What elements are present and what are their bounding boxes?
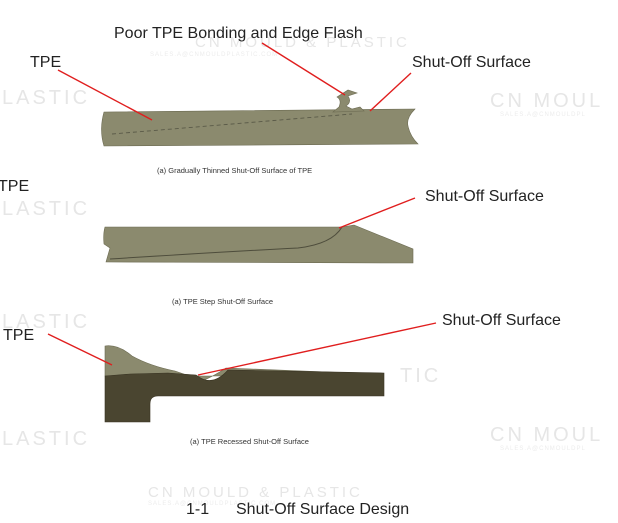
panel-a-tpe-callout: TPE bbox=[30, 54, 61, 71]
panel-a-defect-callout: Poor TPE Bonding and Edge Flash bbox=[114, 25, 363, 42]
panel-b-shutoff-leader bbox=[338, 197, 416, 229]
panel-b-tpe-callout: TPE bbox=[0, 178, 29, 195]
panel-c-tpe-callout: TPE bbox=[3, 327, 34, 344]
watermark-fragment-right-a: CN MOUL bbox=[490, 90, 603, 112]
panel-c-substrate bbox=[104, 369, 385, 423]
watermark-brand-top: CN MOULD & PLASTIC bbox=[195, 34, 410, 51]
panel-c: TPE Shut-Off Surface (a) TPE Recessed Sh… bbox=[3, 312, 561, 446]
watermark-email-bottom: SALES.A@CNMOULDPLASTIC.COM bbox=[148, 501, 276, 507]
panel-b-step-line bbox=[109, 226, 343, 260]
watermark-fragment-left-d: LASTIC bbox=[2, 428, 90, 450]
panel-c-tpe-leader bbox=[47, 333, 113, 366]
watermark-brand-bottom: CN MOULD & PLASTIC bbox=[148, 484, 363, 501]
panel-a-caption: (a) Gradually Thinned Shut-Off Surface o… bbox=[157, 166, 312, 175]
watermark-email-top: SALES.A@CNMOULDPLASTIC.COM bbox=[150, 52, 278, 58]
panel-a-shutoff-leader bbox=[369, 72, 412, 112]
panel-a: Poor TPE Bonding and Edge Flash TPE Shut… bbox=[30, 25, 531, 175]
figure-title: Shut-Off Surface Design bbox=[236, 501, 409, 518]
watermark-fragment-mid: TIC bbox=[400, 365, 441, 387]
watermark-fragment-left-b: LASTIC bbox=[2, 198, 90, 220]
panel-a-tpe-part bbox=[101, 108, 419, 147]
panel-c-caption: (a) TPE Recessed Shut-Off Surface bbox=[190, 437, 309, 446]
panel-a-thinned-bond-line bbox=[111, 113, 353, 135]
figure-caption: 1-1 Shut-Off Surface Design bbox=[186, 501, 409, 518]
figure-number: 1-1 bbox=[186, 501, 209, 518]
watermark-fragment-left-c: LASTIC bbox=[2, 311, 90, 333]
panel-a-tpe-leader bbox=[57, 69, 153, 121]
watermark-fragment-left-a: LASTIC bbox=[2, 87, 90, 109]
panel-b: TPE Shut-Off Surface (a) TPE Step Shut-O… bbox=[0, 178, 544, 306]
panel-a-edge-flash bbox=[332, 89, 365, 113]
panel-b-tpe-part bbox=[103, 224, 414, 264]
watermark-fragment-right-b: CN MOUL bbox=[490, 424, 603, 446]
panel-a-shutoff-callout: Shut-Off Surface bbox=[412, 54, 531, 71]
watermark-email-right-a: SALES.A@CNMOULDPL bbox=[500, 112, 586, 118]
panel-a-defect-leader bbox=[261, 42, 346, 96]
panel-b-shutoff-callout: Shut-Off Surface bbox=[425, 188, 544, 205]
watermark-email-right-b: SALES.A@CNMOULDPL bbox=[500, 446, 586, 452]
panel-c-shutoff-callout: Shut-Off Surface bbox=[442, 312, 561, 329]
panel-b-caption: (a) TPE Step Shut-Off Surface bbox=[172, 297, 273, 306]
panel-c-shutoff-leader bbox=[197, 322, 437, 376]
watermark-layer: CN MOULD & PLASTIC SALES.A@CNMOULDPLASTI… bbox=[2, 34, 603, 507]
